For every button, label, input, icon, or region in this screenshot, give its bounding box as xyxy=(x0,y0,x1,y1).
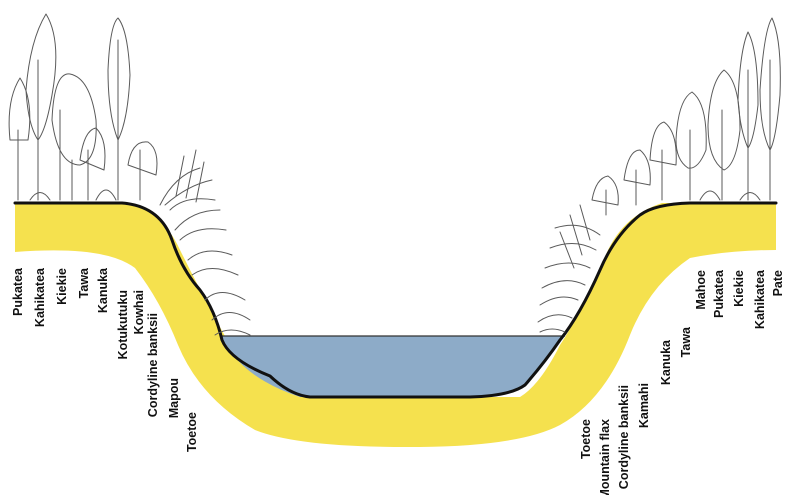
left-species-label: Kiekie xyxy=(55,268,69,305)
right-species-label: Tawa xyxy=(679,326,693,357)
right-species-label: Kamahi xyxy=(637,383,651,428)
vegetation-layer xyxy=(8,13,781,336)
right-species-label: Toetoe xyxy=(579,419,593,459)
right-bank-ferns xyxy=(537,204,601,333)
left-species-label: Mapou xyxy=(167,378,181,418)
right-species-label: Mountain flax xyxy=(598,419,612,495)
right-species-label: Kiekie xyxy=(732,270,746,307)
right-species-label: Mahoe xyxy=(694,270,708,310)
left-species-label: Kahikatea xyxy=(33,267,47,327)
right-species-label: Kahikatea xyxy=(753,269,767,329)
left-canopy xyxy=(8,13,158,201)
left-bank-ferns xyxy=(159,149,251,336)
left-species-label: Kanuka xyxy=(96,267,110,313)
right-canopy xyxy=(591,17,781,216)
right-species-label: Cordyline banksii xyxy=(617,385,631,489)
left-species-label: Cordyline banksii xyxy=(146,313,160,417)
right-species-label: Pate xyxy=(771,270,785,296)
left-species-label: Kotukutuku xyxy=(116,290,130,359)
right-bank-labels: Toetoe Mountain flax Cordyline banksii Kama… xyxy=(579,269,785,500)
left-species-label: Kowhai xyxy=(132,290,146,334)
right-species-label: Pukatea xyxy=(712,269,726,318)
right-species-label: Kanuka xyxy=(659,339,673,385)
soil-band xyxy=(15,203,776,448)
bank-profile-line xyxy=(13,201,778,399)
left-species-label: Toetoe xyxy=(185,412,199,452)
river-water xyxy=(220,336,565,397)
left-species-label: Pukatea xyxy=(11,267,25,316)
left-species-label: Tawa xyxy=(77,267,91,298)
